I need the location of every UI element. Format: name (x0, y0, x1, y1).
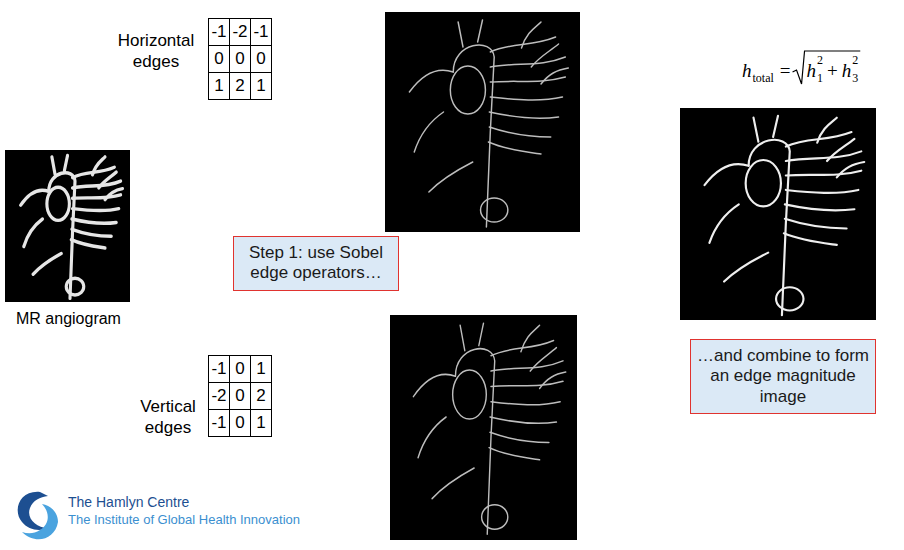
kernel-cell: 0 (229, 355, 251, 383)
kernel-cell: -1 (208, 18, 230, 46)
kernel-cell: -2 (208, 382, 230, 410)
formula-symbol: 1 (817, 71, 823, 85)
vessel-edges (413, 323, 565, 534)
kernel-cell: 1 (250, 355, 272, 383)
image-caption: MR angiogram (16, 309, 121, 328)
callout-text: Step 1: use Sobel edge operators… (239, 243, 393, 284)
kernel-cell: 1 (250, 72, 272, 100)
formula-symbol: 2 (852, 53, 858, 67)
logo-mark (18, 492, 48, 530)
edge-image (385, 12, 580, 232)
kernel-cell: 0 (250, 45, 272, 73)
formula-symbol: total (753, 71, 774, 85)
kernel-cell: 0 (229, 382, 251, 410)
edge-image (390, 315, 577, 540)
kernel-cell: 2 (250, 382, 272, 410)
kernel-cell: 1 (250, 409, 272, 437)
kernel-cell: 2 (229, 72, 251, 100)
callout-text: …and combine to form an edge magnitude i… (696, 346, 870, 407)
formula-symbol: 3 (852, 71, 858, 85)
formula-symbol: h (807, 60, 817, 82)
kernel-cell: 0 (208, 45, 230, 73)
kernel-cell: -1 (208, 409, 230, 437)
angiogram-image (5, 150, 130, 302)
vessel-tree (21, 156, 123, 299)
institution-subtitle: The Institute of Global Health Innovatio… (68, 512, 300, 528)
callout-box: Step 1: use Sobel edge operators… (233, 236, 399, 291)
vessel-edges (409, 20, 568, 227)
formula-symbol: h (742, 60, 752, 82)
formula-symbol: h (842, 60, 852, 82)
institution-name: The Hamlyn Centre (68, 494, 189, 511)
sqrt-sign (793, 51, 861, 84)
kernel-cell: -1 (208, 355, 230, 383)
kernel-caption: Vertical edges (126, 396, 210, 439)
formula-symbol: + (827, 60, 838, 82)
formula-symbol: = (780, 60, 791, 82)
kernel-cell: 0 (229, 409, 251, 437)
kernel-cell: -2 (229, 18, 251, 46)
callout-box: …and combine to form an edge magnitude i… (690, 339, 876, 414)
kernel-caption: Horizontal edges (108, 30, 204, 73)
logo-mark (22, 504, 58, 539)
kernel-cell: 1 (208, 72, 230, 100)
vessel-edges (705, 116, 865, 316)
kernel-cell: -1 (250, 18, 272, 46)
formula-symbol: 2 (817, 53, 823, 67)
kernel-cell: 0 (229, 45, 251, 73)
edge-magnitude-image (680, 108, 876, 320)
